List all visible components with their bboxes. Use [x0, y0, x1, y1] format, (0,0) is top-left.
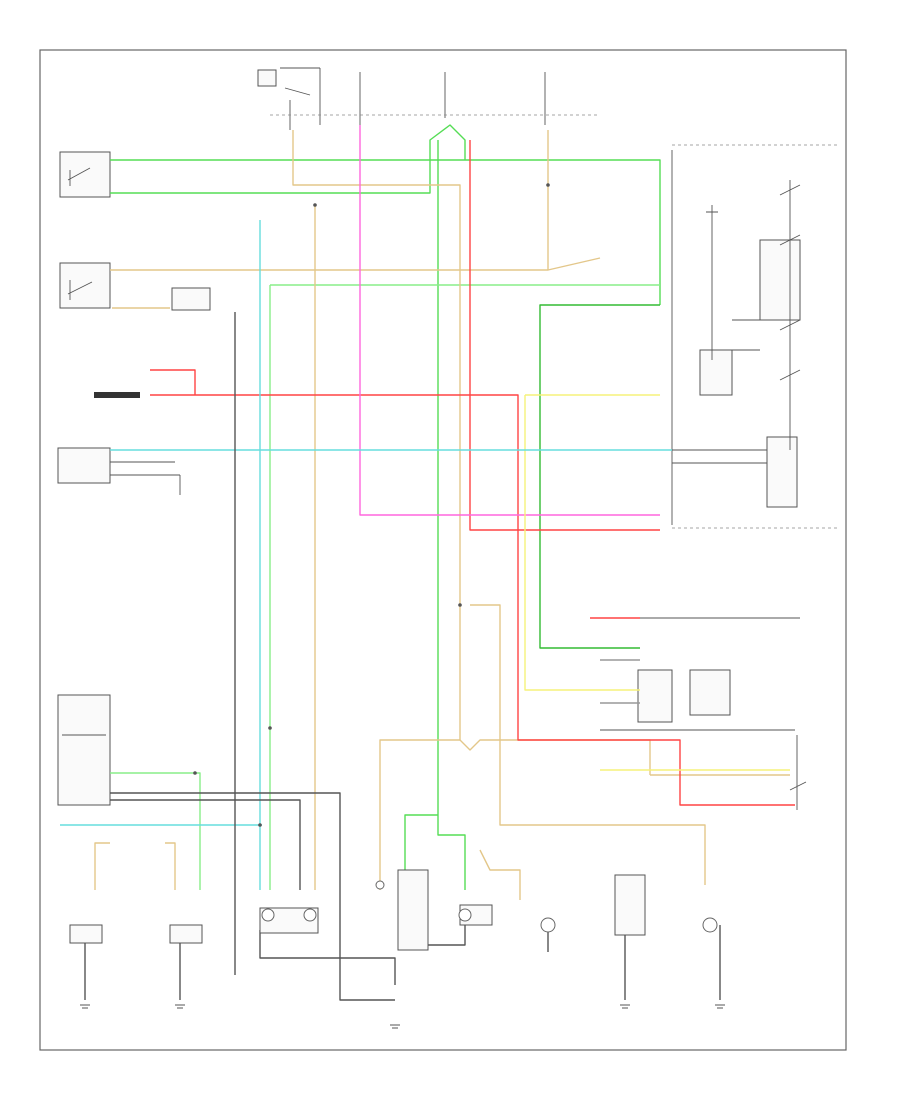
wire-green-2 [110, 124, 466, 194]
left-module-a [57, 447, 181, 495]
wire-tan-1 [110, 130, 549, 271]
wire-black-2 [110, 799, 301, 890]
wire-pink-1 [359, 125, 660, 516]
wire-red-1 [150, 394, 795, 806]
splice-points [193, 183, 550, 827]
wire-tan-10 [165, 842, 176, 890]
wire-ltgreen-1 [110, 772, 201, 890]
main-harness [94, 392, 140, 398]
right-switch-panel [671, 144, 838, 529]
wire-green-5 [404, 814, 438, 880]
wire-green-1 [110, 159, 661, 305]
wire-black-4 [259, 930, 396, 985]
wire-yellow-2 [524, 395, 640, 691]
wire-tan-2 [292, 130, 461, 600]
wire-tan-7 [470, 604, 706, 885]
right-lower-relay [600, 617, 807, 810]
wire-red-3 [469, 140, 660, 531]
diagram-frame [39, 49, 847, 1051]
wire-tan-3 [547, 257, 601, 271]
left-switch-upper [59, 151, 111, 198]
bulb-row [69, 869, 718, 951]
top-fuse-block [257, 67, 600, 130]
wire-tan-6 [459, 739, 651, 775]
wire-green-6 [437, 815, 466, 890]
left-connector-block [171, 287, 211, 311]
wire-green-4 [539, 304, 660, 649]
left-switch-lower [59, 262, 111, 309]
wire-gray-1 [600, 659, 640, 704]
ground-symbols [80, 1004, 725, 1029]
wire-tan-5 [379, 600, 461, 890]
wire-black-1 [110, 792, 395, 1001]
left-module-b [57, 694, 111, 806]
wire-tan-9 [94, 842, 110, 890]
wire-red-2 [150, 369, 196, 395]
wire-tan-8 [479, 849, 521, 900]
